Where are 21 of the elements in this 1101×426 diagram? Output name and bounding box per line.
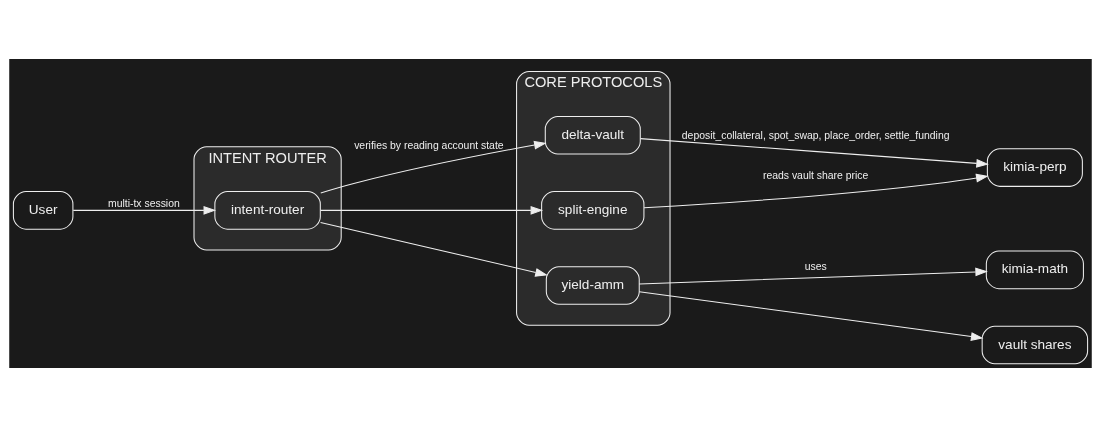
arrow	[643, 173, 989, 208]
node-box: vault shares	[981, 325, 1089, 364]
edge-label: reads vault share price	[762, 169, 869, 181]
edge-label: multi-tx session	[107, 197, 180, 209]
arrow	[640, 137, 989, 168]
edge-label: verifies by reading account state	[354, 139, 504, 151]
arrow	[638, 290, 984, 341]
node-box: kimia-math	[985, 250, 1084, 289]
arrow	[320, 205, 544, 215]
node-box: kimia-perp	[986, 147, 1083, 187]
edge-label: deposit_collateral, spot_swap, place_order, settle_funding	[681, 129, 950, 141]
arrow	[72, 205, 217, 215]
node-box: yield-amm	[545, 265, 640, 305]
node-box: User	[12, 190, 74, 230]
arrow	[320, 221, 548, 277]
arrow	[320, 140, 547, 193]
node-box: delta-vault	[544, 115, 641, 154]
edge-label: uses	[804, 260, 827, 272]
arrow	[638, 267, 988, 284]
node-box: intent-router	[214, 190, 321, 230]
node-box: split-engine	[541, 190, 645, 230]
